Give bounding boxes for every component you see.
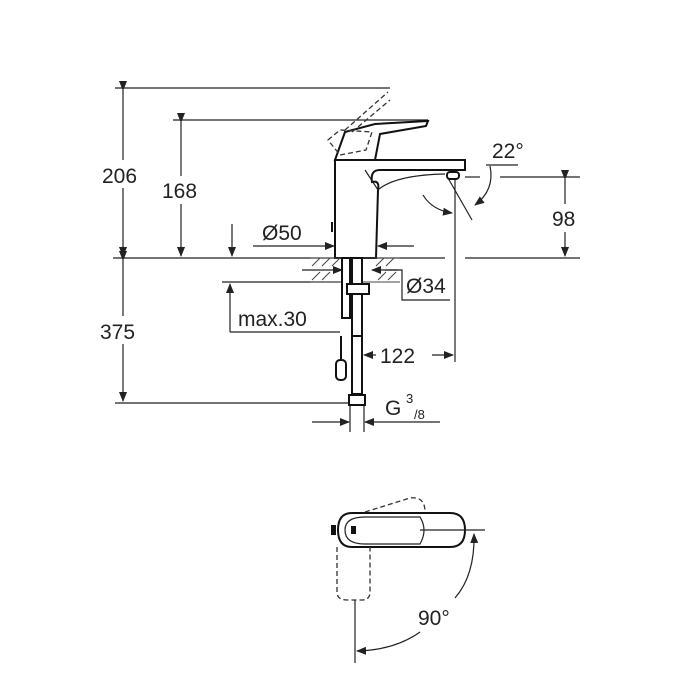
- dimension-label-168: 168: [162, 180, 197, 203]
- lever: [333, 119, 430, 161]
- dimension-206: 206: [100, 81, 148, 257]
- thread-denominator: /8: [414, 407, 425, 422]
- dimension-label-d34: Ø34: [406, 275, 446, 298]
- supply-hoses: [335, 257, 370, 406]
- dimension-168: 168: [160, 113, 208, 257]
- dimension-label-122: 122: [380, 345, 415, 368]
- dimension-label-375: 375: [100, 321, 135, 344]
- dimension-label-90deg: 90°: [418, 607, 450, 630]
- dimension-diameter-34: Ø34: [302, 266, 450, 301]
- dimension-label-22deg: 22°: [492, 140, 524, 163]
- faucet-body: [327, 91, 466, 259]
- dimension-122: 122: [363, 345, 454, 368]
- thread-numerator: 3: [406, 391, 413, 406]
- dimension-label-206: 206: [102, 165, 137, 188]
- reference-lines: [113, 87, 580, 404]
- dimension-label-98: 98: [552, 208, 575, 231]
- dimension-label-max30: max.30: [238, 308, 307, 331]
- dimension-diameter-50: Ø50: [253, 222, 414, 250]
- top-view-lever: 90°: [331, 497, 485, 663]
- dimension-label-d50: Ø50: [262, 222, 302, 245]
- dimension-98: 98: [550, 170, 584, 257]
- dimension-375: 375: [98, 251, 148, 402]
- thread-label: G: [385, 397, 401, 420]
- dimension-thread: G 3 /8: [312, 391, 440, 432]
- dimension-max-30: max.30: [226, 224, 340, 333]
- aerator: [446, 171, 460, 180]
- dimension-spout-angle: 22°: [422, 140, 524, 221]
